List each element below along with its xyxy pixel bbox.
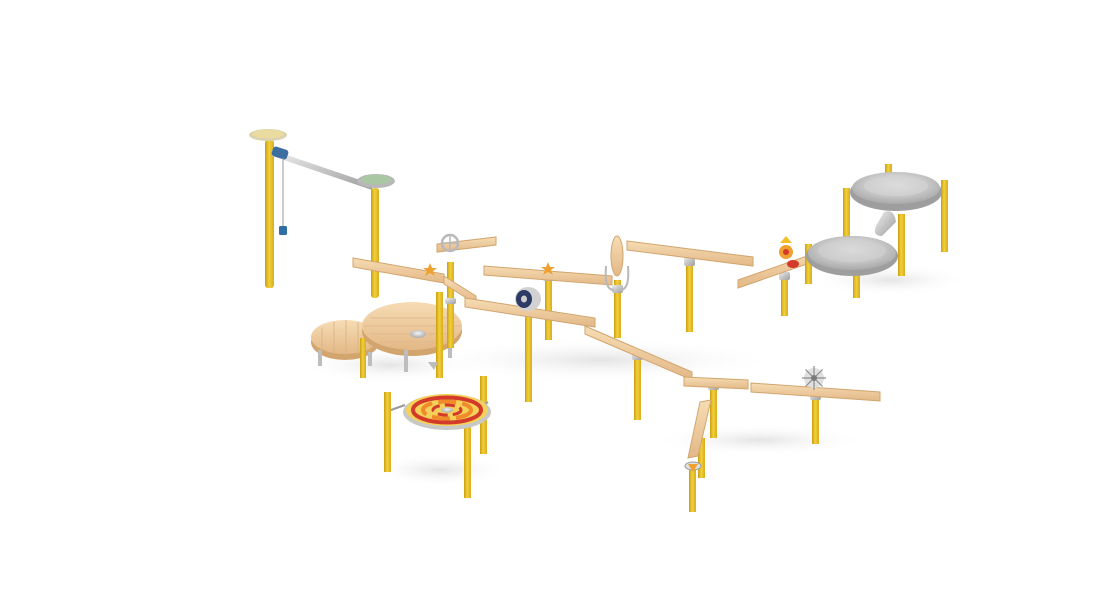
bucket-icon — [279, 226, 287, 235]
blue-handle-icon — [271, 146, 289, 160]
pinwheel-icon — [802, 366, 826, 390]
water-channels — [352, 233, 881, 512]
lift-station — [249, 129, 395, 298]
star-icon — [423, 262, 555, 276]
maze-center-icon — [441, 407, 453, 413]
drum-icon — [515, 287, 541, 311]
metal-chute — [874, 211, 896, 236]
drain-icon — [410, 330, 426, 338]
post — [371, 188, 379, 298]
maze-table — [384, 376, 491, 498]
metal-arm — [272, 150, 372, 190]
flip-paddle-icon — [604, 235, 630, 291]
wheel-icon — [440, 233, 460, 253]
spout-icon — [428, 362, 438, 370]
bowl-cascade — [805, 164, 948, 298]
flower-spinner-icon — [779, 236, 799, 268]
post — [265, 140, 274, 288]
cup-wheel-icon — [684, 461, 702, 472]
round-decks — [311, 292, 462, 378]
